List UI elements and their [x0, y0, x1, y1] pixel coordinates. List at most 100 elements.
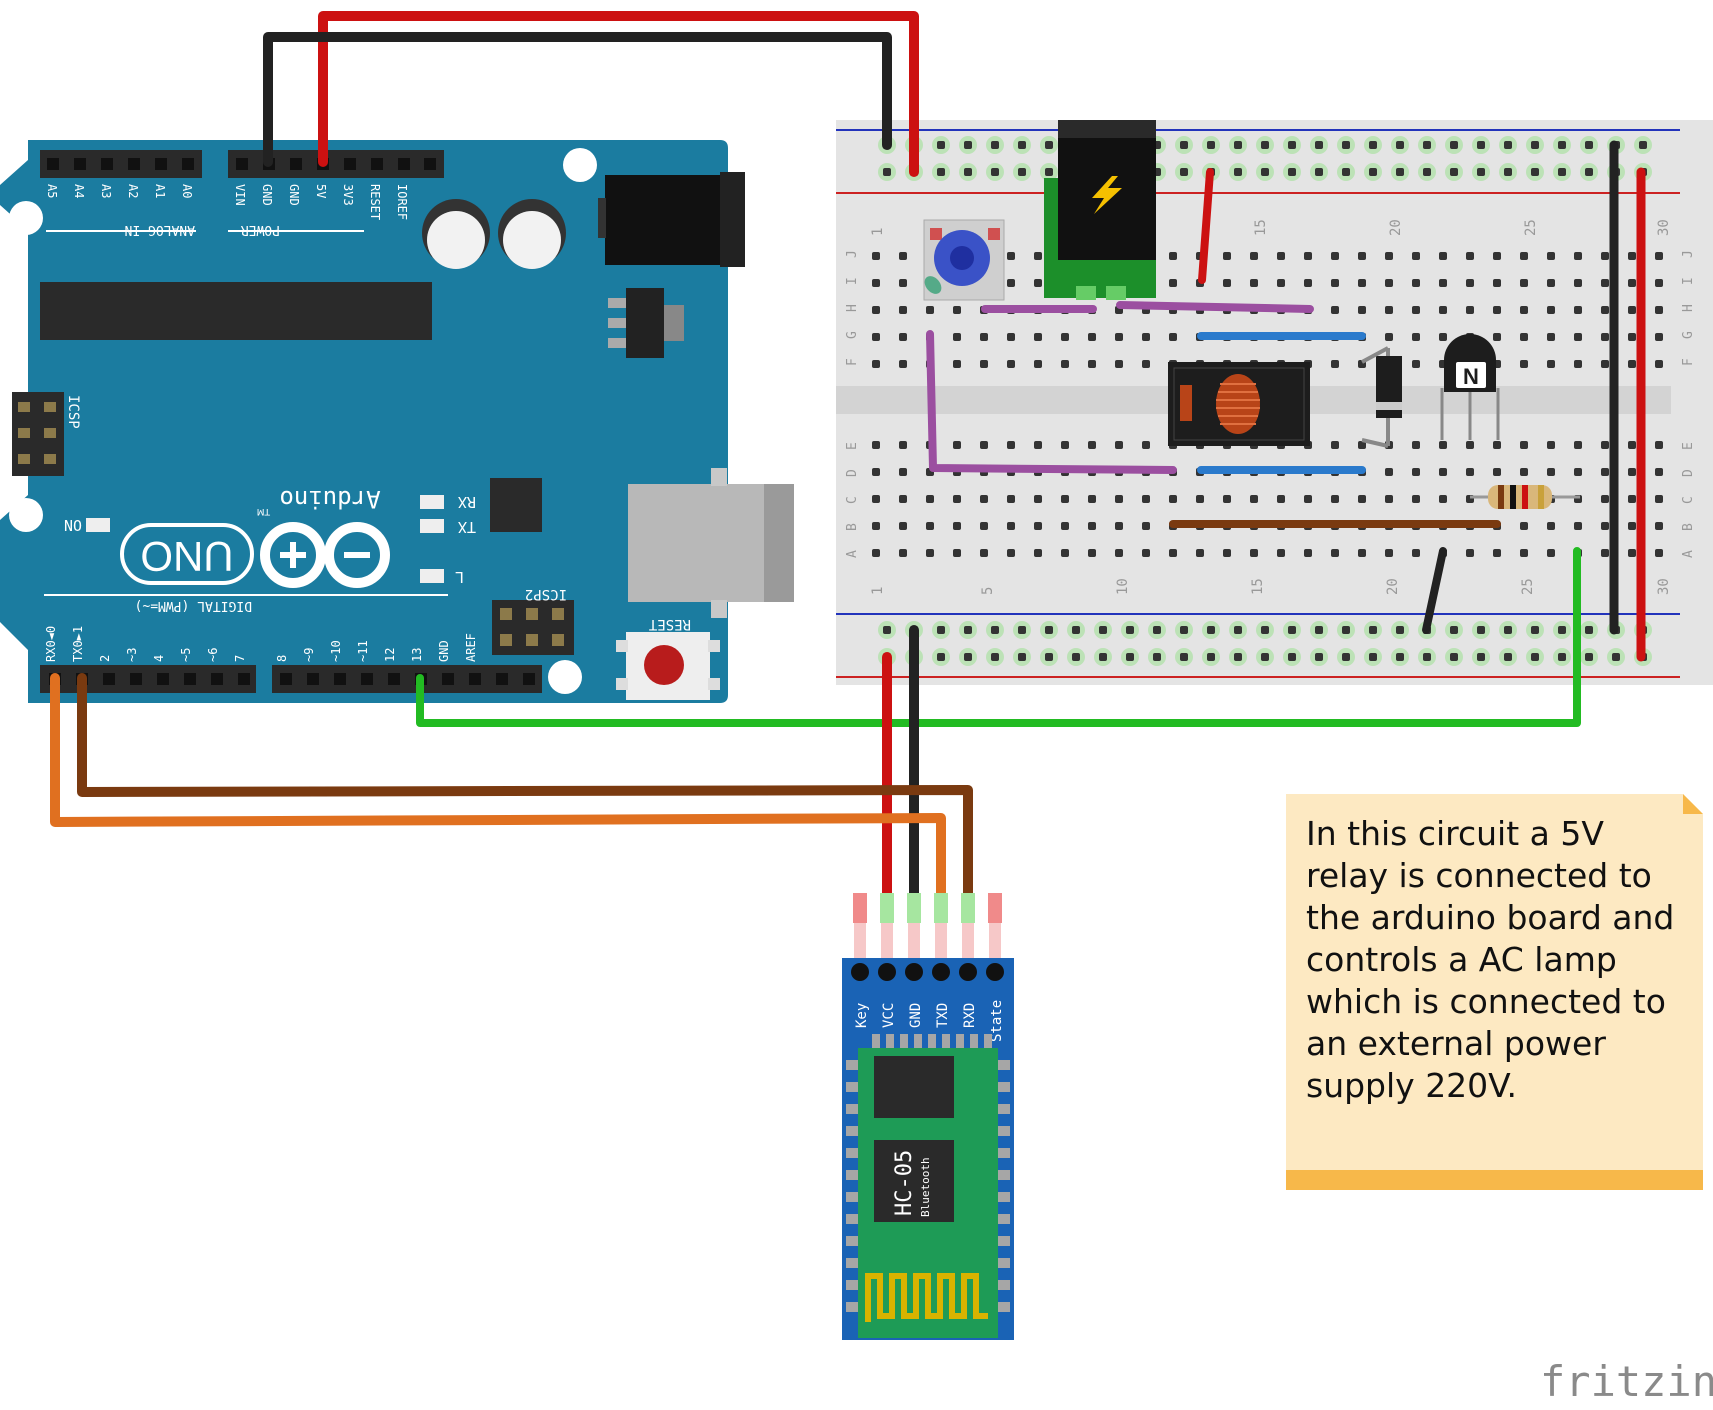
breadboard-hole: [1547, 549, 1555, 557]
breadboard-hole: [872, 441, 880, 449]
wire-purple-3: [926, 330, 1177, 474]
breadboard-hole: [1628, 306, 1636, 314]
note-line: In this circuit a 5V: [1306, 814, 1604, 853]
hc05-header-pins: [853, 893, 1002, 970]
breadboard-hole: [1520, 306, 1528, 314]
breadboard-hole: [1385, 549, 1393, 557]
breadboard-hole: [1331, 441, 1339, 449]
breadboard-hole: [1601, 306, 1609, 314]
npn-transistor: N: [1440, 334, 1500, 440]
rail-hole: [1531, 168, 1539, 176]
breadboard-hole: [1385, 333, 1393, 341]
breadboard-hole: [953, 441, 961, 449]
pin-label: VIN: [233, 184, 247, 206]
hc05-pad: [886, 1034, 894, 1048]
hc05-pad: [846, 1170, 858, 1180]
reset-button[interactable]: [616, 632, 720, 700]
hc05-pad: [998, 1148, 1010, 1158]
breadboard-hole: [1142, 495, 1150, 503]
dc-power-jack: [1044, 120, 1156, 300]
rail-hole: [1369, 141, 1377, 149]
header-pin: [157, 673, 169, 685]
breadboard-hole: [1061, 360, 1069, 368]
row-letter: B: [845, 523, 860, 531]
breadboard-hole: [1331, 279, 1339, 287]
breadboard-hole: [1601, 468, 1609, 476]
breadboard-hole: [1115, 522, 1123, 530]
header-pins: [47, 158, 436, 170]
header-pin: [184, 673, 196, 685]
breadboard-hole: [1007, 495, 1015, 503]
rail-hole: [1315, 626, 1323, 634]
rail-hole: [1477, 626, 1485, 634]
breadboard-hole: [1439, 441, 1447, 449]
rail-hole: [1504, 141, 1512, 149]
rail-hole: [1207, 626, 1215, 634]
row-letter: F: [1681, 358, 1696, 366]
pin-label: A5: [45, 184, 59, 198]
hc05-pad: [984, 1034, 992, 1048]
rail-hole: [1639, 141, 1647, 149]
breadboard-hole: [1655, 441, 1663, 449]
rail-hole: [1396, 168, 1404, 176]
rail-hole: [1396, 626, 1404, 634]
breadboard-hole: [1358, 279, 1366, 287]
row-letter: J: [845, 250, 860, 258]
breadboard-hole: [1358, 495, 1366, 503]
rx-label: RX: [458, 493, 476, 511]
breadboard-hole: [1520, 441, 1528, 449]
breadboard-hole: [872, 495, 880, 503]
hc05-pad: [956, 1034, 964, 1048]
uno-label: UNO: [140, 533, 233, 580]
breadboard-hole: [1574, 360, 1582, 368]
breadboard-hole: [1331, 252, 1339, 260]
digital-pin-label: 13: [410, 648, 424, 662]
breadboard-hole: [1655, 549, 1663, 557]
note-text: In this circuit a 5V relay is connected …: [1306, 814, 1674, 1105]
breadboard-hole: [1385, 306, 1393, 314]
hc05-pin-label: VCC: [881, 1003, 897, 1028]
breadboard-hole: [1628, 522, 1636, 530]
rail-hole: [1531, 653, 1539, 661]
breadboard-hole: [1601, 495, 1609, 503]
rail-hole: [1504, 626, 1512, 634]
breadboard-hole: [1655, 279, 1663, 287]
mounting-hole: [563, 148, 597, 182]
breadboard-hole: [926, 495, 934, 503]
row-letter: G: [845, 331, 860, 339]
pin-label: GND: [287, 184, 301, 206]
hc05-pad: [846, 1192, 858, 1202]
pin-label: 5V: [314, 184, 328, 198]
hc05-hole: [932, 963, 950, 981]
analog-pin-labels: A5 A4 A3 A2 A1 A0: [45, 184, 194, 198]
wire-signal-green: [416, 547, 1581, 727]
breadboard-hole: [980, 522, 988, 530]
breadboard-hole: [1358, 306, 1366, 314]
rail-hole: [1018, 653, 1026, 661]
breadboard-hole: [1547, 468, 1555, 476]
breadboard-hole: [1169, 279, 1177, 287]
rail-hole: [883, 168, 891, 176]
hc05-pads: [846, 1034, 1010, 1312]
rail-hole: [1261, 626, 1269, 634]
rail-hole: [1261, 653, 1269, 661]
antenna-icon: [865, 1273, 988, 1322]
col-num: 30: [1656, 578, 1672, 595]
pin-label: A3: [99, 184, 113, 198]
col-num: 30: [1656, 219, 1672, 236]
rail-hole: [1450, 141, 1458, 149]
rail-hole: [1072, 653, 1080, 661]
capacitor: [422, 199, 490, 269]
rail-hole: [1261, 141, 1269, 149]
header-pin: [334, 673, 346, 685]
wire-short-red: [1198, 168, 1214, 284]
breadboard-hole: [899, 441, 907, 449]
breadboard-hole: [1412, 306, 1420, 314]
breadboard-hole: [1520, 333, 1528, 341]
rail-hole: [1342, 653, 1350, 661]
header-pin: [496, 673, 508, 685]
breadboard-hole: [926, 549, 934, 557]
breadboard-hole: [1061, 549, 1069, 557]
breadboard-hole: [1007, 441, 1015, 449]
digital-pin-label: 2: [98, 655, 112, 662]
